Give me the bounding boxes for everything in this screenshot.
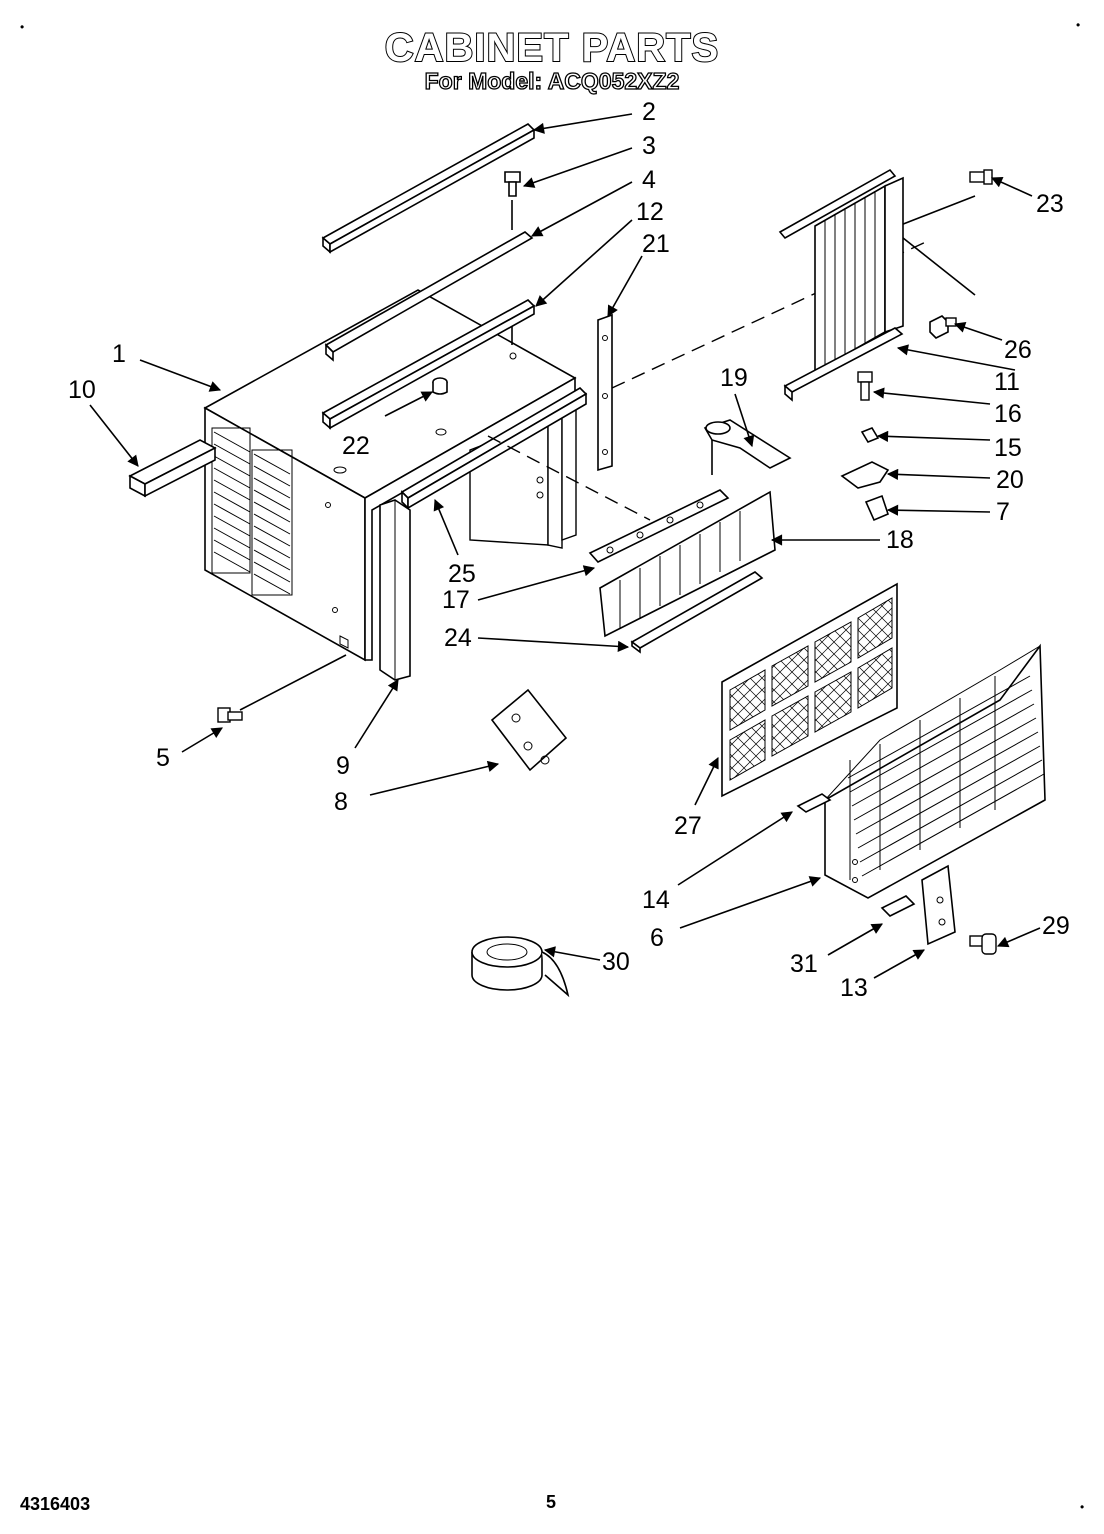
rail-25 bbox=[400, 386, 588, 510]
callout-14: 14 bbox=[642, 886, 670, 914]
callout-2: 2 bbox=[642, 98, 656, 126]
callout-5: 5 bbox=[156, 744, 170, 772]
callout-1: 1 bbox=[112, 340, 126, 368]
strip-24 bbox=[630, 571, 764, 654]
alignment-line bbox=[892, 195, 976, 229]
callout-25: 25 bbox=[448, 560, 476, 588]
callout-24: 24 bbox=[444, 624, 472, 652]
damper-plate-17 bbox=[588, 489, 730, 563]
alignment-line bbox=[892, 229, 976, 296]
latch-20 bbox=[840, 461, 890, 489]
callout-15: 15 bbox=[994, 434, 1022, 462]
model-subtitle: For Model: ACQ052XZ2 bbox=[424, 67, 680, 94]
filter-27 bbox=[721, 582, 898, 798]
page-title: CABINET PARTS bbox=[384, 25, 720, 71]
callout-10: 10 bbox=[68, 376, 96, 404]
callout-23: 23 bbox=[1036, 190, 1064, 218]
callout-27: 27 bbox=[674, 812, 702, 840]
callout-18: 18 bbox=[886, 526, 914, 554]
callout-labels: 1 2 3 4 5 6 7 8 9 10 11 12 13 14 15 16 1… bbox=[68, 98, 1070, 1002]
corner-mark: • bbox=[20, 20, 25, 34]
corner-mark: • bbox=[1080, 1500, 1085, 1514]
callout-30: 30 bbox=[602, 948, 630, 976]
callout-3: 3 bbox=[642, 132, 656, 160]
leader-lines bbox=[89, 113, 1041, 979]
tape-roll-30 bbox=[471, 936, 570, 998]
callout-12: 12 bbox=[636, 198, 664, 226]
seal-strip-4 bbox=[324, 231, 534, 362]
fastener-26 bbox=[929, 315, 957, 339]
callout-29: 29 bbox=[1042, 912, 1070, 940]
plug-22 bbox=[432, 377, 448, 436]
callout-6: 6 bbox=[650, 924, 664, 952]
side-seal-9 bbox=[379, 499, 411, 681]
screw-29 bbox=[969, 933, 997, 955]
callout-26: 26 bbox=[1004, 336, 1032, 364]
callout-8: 8 bbox=[334, 788, 348, 816]
screw-3 bbox=[504, 171, 521, 360]
callout-4: 4 bbox=[642, 166, 656, 194]
front-grille-6 bbox=[824, 643, 1046, 899]
document-number: 4316403 bbox=[20, 1494, 91, 1514]
callout-16: 16 bbox=[994, 400, 1022, 428]
screw-16 bbox=[857, 371, 873, 401]
callout-11: 11 bbox=[994, 368, 1020, 396]
rail-12 bbox=[321, 299, 536, 430]
insert-14 bbox=[796, 793, 832, 813]
pad-31 bbox=[880, 895, 916, 917]
callout-17: 17 bbox=[442, 586, 470, 614]
bracket-8 bbox=[490, 688, 568, 772]
callout-7: 7 bbox=[996, 498, 1010, 526]
fin-panel-11 bbox=[778, 168, 904, 402]
callout-20: 20 bbox=[996, 466, 1024, 494]
callout-22: 22 bbox=[342, 432, 370, 460]
clip-15 bbox=[860, 427, 880, 443]
bracket-7 bbox=[864, 494, 889, 522]
page-number: 5 bbox=[546, 1492, 557, 1512]
base-strip-10 bbox=[128, 439, 217, 498]
screw-23 bbox=[969, 169, 993, 185]
callout-9: 9 bbox=[336, 752, 350, 780]
vent-frame-18 bbox=[599, 490, 776, 638]
lever-19 bbox=[703, 419, 792, 469]
bracket-plate-13 bbox=[921, 864, 956, 946]
top-rail bbox=[321, 123, 536, 254]
callout-13: 13 bbox=[840, 974, 868, 1002]
callout-19: 19 bbox=[720, 364, 748, 392]
channel-21 bbox=[597, 313, 613, 472]
screw-5 bbox=[217, 707, 243, 723]
alignment-line bbox=[239, 654, 347, 711]
alignment-line bbox=[487, 435, 651, 521]
corner-mark: • bbox=[1076, 18, 1081, 32]
callout-21: 21 bbox=[642, 230, 670, 258]
callout-31: 31 bbox=[790, 950, 818, 978]
